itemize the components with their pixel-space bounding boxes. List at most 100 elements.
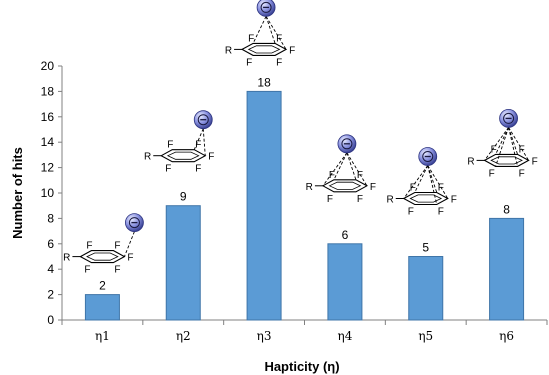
fluorine-label: F — [165, 164, 171, 175]
y-tick-label: 12 — [41, 161, 55, 175]
fluorine-label: F — [195, 140, 201, 151]
fluorine-label: F — [84, 265, 90, 276]
y-tick-label: 4 — [47, 262, 54, 276]
y-tick-label: 20 — [41, 59, 55, 73]
fluorine-label: F — [451, 195, 457, 206]
fluorine-label: F — [276, 33, 282, 44]
minus-circle-icon — [341, 138, 353, 150]
benzene-inner-ring — [409, 194, 443, 203]
y-tick-label: 0 — [47, 313, 54, 327]
contact-dashed-line — [508, 127, 519, 167]
anion-sphere — [256, 0, 276, 17]
substituent-label: R — [225, 45, 232, 56]
bar — [327, 243, 363, 321]
fluorine-label: F — [491, 144, 497, 155]
y-axis-title: Number of hits — [10, 147, 25, 239]
contact-dashed-line — [427, 165, 449, 199]
contact-dashed-line — [403, 165, 429, 199]
bar — [489, 217, 525, 321]
fluorine-label: F — [246, 57, 252, 68]
fluorine-label: F — [208, 152, 214, 163]
bar — [165, 205, 201, 321]
x-axis-title: Hapticity (η) — [264, 359, 339, 374]
x-tick-label: η4 — [338, 329, 353, 343]
fluorine-label: F — [489, 168, 495, 179]
contact-dashed-line — [346, 152, 357, 180]
contact-dashed-line — [193, 128, 204, 150]
y-tick-label: 6 — [47, 237, 54, 251]
bars — [84, 90, 525, 321]
substituent-label: R — [144, 152, 151, 163]
substituent-label: R — [467, 156, 474, 167]
fluorine-label: F — [410, 183, 416, 194]
bar-data-label: 18 — [257, 75, 271, 89]
fluorine-label: F — [357, 194, 363, 205]
benzene-ring — [240, 42, 288, 56]
fluorine-label: F — [127, 253, 133, 264]
benzene-ring — [402, 191, 449, 206]
fluorine-label: F — [167, 140, 173, 151]
y-tick-label: 8 — [47, 211, 54, 225]
bar — [408, 256, 444, 321]
contact-dashed-line — [265, 16, 287, 50]
y-tick-label: 18 — [41, 84, 55, 98]
substituent-label: R — [387, 195, 394, 206]
fluorine-label: F — [276, 57, 282, 68]
fluorine-label: F — [329, 170, 335, 181]
fluorine-label: F — [114, 265, 120, 276]
benzene-inner-ring — [328, 181, 362, 190]
bar-data-label: 2 — [99, 279, 106, 293]
benzene-ring — [321, 179, 369, 193]
x-tick-label: η5 — [418, 329, 433, 343]
bar — [84, 294, 120, 321]
fluorine-label: F — [370, 182, 376, 193]
minus-circle-icon — [422, 151, 434, 162]
benzene-inner-ring — [490, 156, 523, 165]
contact-dashed-line — [346, 152, 368, 187]
bar-data-label: 8 — [503, 202, 510, 216]
contact-dashed-line — [414, 165, 429, 193]
benzene-inner-ring — [247, 45, 281, 54]
fluorine-label: F — [408, 207, 414, 218]
contact-dashed-line — [252, 16, 267, 44]
contact-dashed-line — [427, 165, 438, 205]
bar-data-label: 9 — [180, 190, 187, 204]
substituent-label: R — [63, 253, 70, 264]
bar — [246, 90, 282, 321]
fluorine-label: F — [438, 183, 444, 194]
contact-dashed-line — [484, 127, 509, 161]
y-tick-label: 14 — [41, 135, 55, 149]
fluorine-label: F — [114, 241, 120, 252]
fluorine-label: F — [438, 207, 444, 218]
x-tick-label: η6 — [499, 329, 514, 343]
fluorine-label: F — [248, 33, 254, 44]
fluorine-label: F — [532, 156, 538, 167]
minus-circle-icon — [128, 217, 140, 229]
x-tick-label: η3 — [257, 329, 272, 343]
fluorine-label: F — [86, 241, 92, 252]
y-tick-label: 16 — [41, 110, 55, 124]
x-tick-label: η2 — [176, 329, 191, 343]
benzene-inner-ring — [86, 252, 119, 261]
contact-dashed-line — [322, 152, 348, 187]
fluorine-label: F — [327, 194, 333, 205]
axes — [58, 65, 548, 325]
fluorine-label: F — [289, 45, 295, 56]
fluorine-label: F — [519, 144, 525, 155]
benzene-inner-ring — [166, 151, 200, 160]
contact-dashed-line — [123, 231, 135, 257]
y-tick-label: 10 — [41, 186, 55, 200]
fluorine-label: F — [357, 170, 363, 181]
contact-dashed-line — [333, 152, 348, 180]
y-tick-label: 2 — [47, 288, 54, 302]
contact-dashed-line — [202, 128, 206, 156]
